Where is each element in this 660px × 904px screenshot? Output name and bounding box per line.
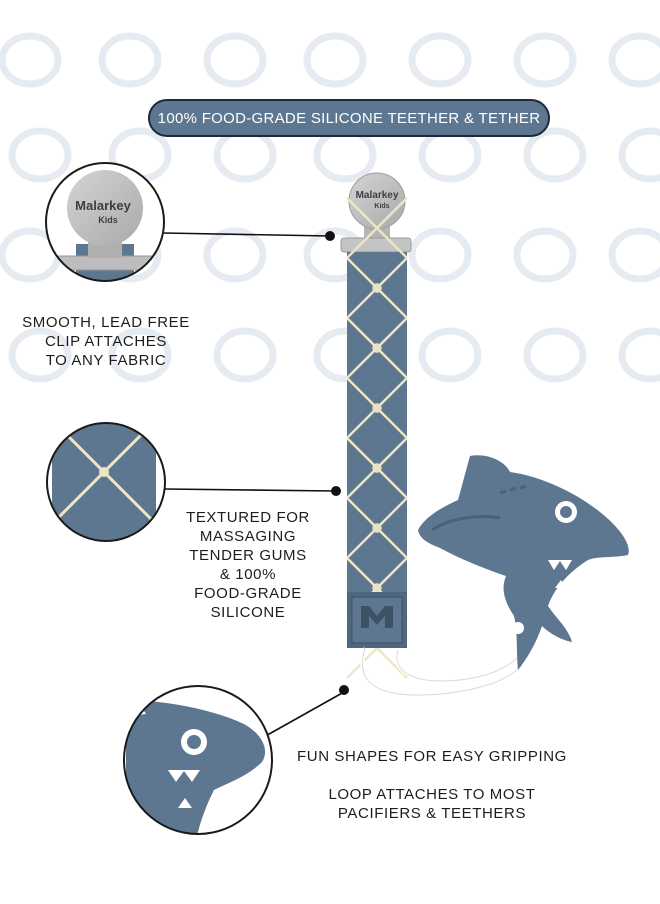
ring-decoration [408, 32, 472, 88]
ring-decoration [213, 327, 277, 383]
net-knot [372, 343, 382, 353]
net-knot [372, 523, 382, 533]
ring-decoration [303, 32, 367, 88]
magnifier-circle-shark [124, 686, 272, 834]
callout-texture-line: SILICONE [210, 604, 286, 621]
brand-logo-zoom-bottom: Kids [98, 215, 118, 225]
callout-texture-line: & 100% [219, 566, 277, 583]
magnifier-circle-texture [47, 423, 165, 580]
callout-shapes-text: FUN SHAPES FOR EASY GRIPPING LOOP ATTACH… [270, 747, 594, 823]
callout-texture-line: TENDER GUMS [189, 547, 307, 564]
brand-logo-zoom-top: Malarkey [75, 198, 131, 213]
ring-decoration [608, 227, 660, 283]
callout-shapes-line: PACIFIERS & TEETHERS [337, 805, 527, 822]
net-texture [50, 423, 158, 541]
callout-clip-line: CLIP ATTACHES [45, 333, 167, 350]
headline-banner: 100% FOOD-GRADE SILICONE TEETHER & TETHE… [148, 99, 550, 137]
ring-decoration [513, 32, 577, 88]
ring-decoration [203, 227, 267, 283]
callout-shapes-spacer [270, 766, 594, 785]
callout-clip-text: SMOOTH, LEAD FREE CLIP ATTACHES TO ANY F… [8, 313, 204, 370]
callout-shapes-line: LOOP ATTACHES TO MOST [328, 786, 536, 803]
callout-texture-text: TEXTURED FOR MASSAGING TENDER GUMS & 100… [150, 508, 346, 622]
ring-decoration [513, 227, 577, 283]
net-knot [101, 573, 108, 580]
ring-decoration [523, 327, 587, 383]
brand-logo-bottom: Kids [374, 203, 389, 210]
ring-decoration [418, 327, 482, 383]
ring-decoration [408, 227, 472, 283]
callout-texture-line: MASSAGING [199, 528, 297, 545]
ring-decoration [8, 327, 72, 383]
magnifier-circle-icon: Malarkey Kids [46, 163, 164, 281]
net-knot [372, 583, 382, 593]
ring-decoration [0, 32, 62, 88]
pacifier-clip-icon: Malarkey Kids [340, 172, 524, 697]
net-knot [99, 467, 109, 477]
ring-decoration [608, 32, 660, 88]
callout-leaders [163, 231, 349, 739]
ring-decoration [203, 32, 267, 88]
callout-clip-line: SMOOTH, LEAD FREE [22, 314, 190, 331]
shark-teether-icon [418, 455, 629, 670]
callout-texture-line: FOOD-GRADE [194, 585, 302, 602]
ring-decoration [8, 127, 72, 183]
brand-logo-top: Malarkey [356, 190, 399, 201]
callout-shapes-line: FUN SHAPES FOR EASY GRIPPING [297, 748, 567, 765]
callout-clip-line: TO ANY FABRIC [45, 352, 167, 369]
net-knot [372, 403, 382, 413]
net-knot [372, 463, 382, 473]
ring-decoration [98, 32, 162, 88]
ring-decoration [523, 127, 587, 183]
ring-decoration [618, 327, 660, 383]
net-knot [372, 283, 382, 293]
headline-text: 100% FOOD-GRADE SILICONE TEETHER & TETHE… [157, 109, 541, 127]
ring-decoration [108, 327, 172, 383]
ring-decoration [618, 127, 660, 183]
callout-texture-line: TEXTURED FOR [186, 509, 310, 526]
